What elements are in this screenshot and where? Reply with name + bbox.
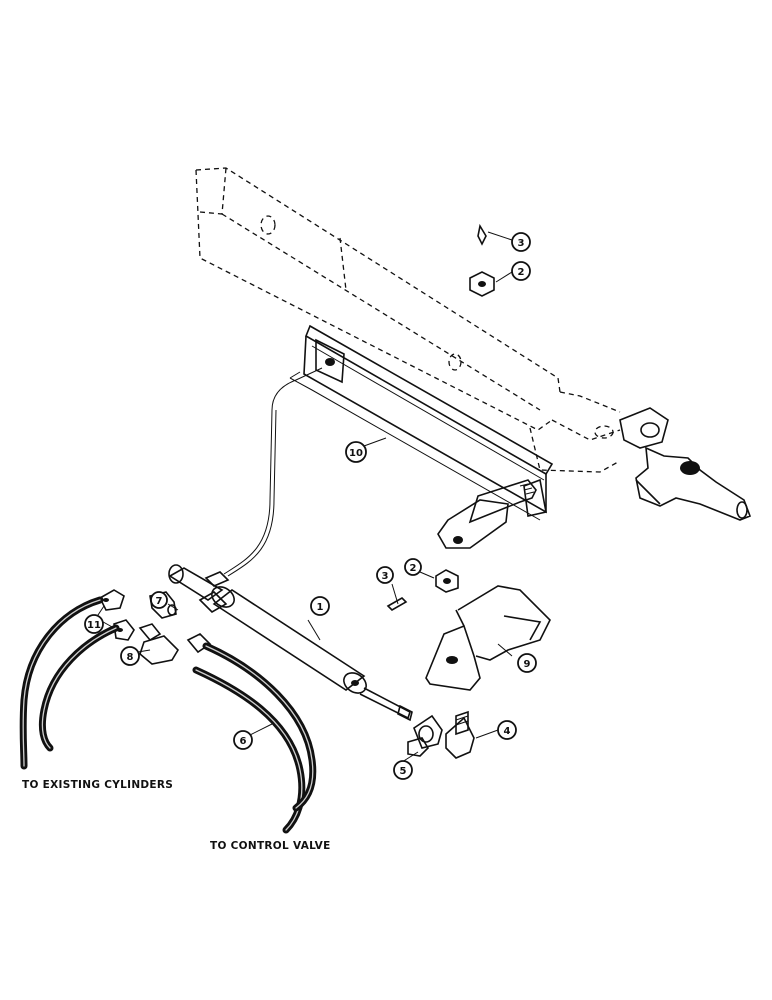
axle-frame-outline bbox=[195, 167, 621, 473]
callout-9: 9 bbox=[517, 653, 537, 673]
callout-number: 2 bbox=[518, 267, 525, 278]
cotter-pin-top bbox=[477, 223, 487, 246]
callout-6: 6 bbox=[233, 730, 253, 750]
caption-to-existing-cylinders: TO EXISTING CYLINDERS bbox=[22, 779, 173, 791]
callout-2-top: 2 bbox=[511, 261, 531, 281]
callout-4: 4 bbox=[497, 720, 517, 740]
caption-to-control-valve: TO CONTROL VALVE bbox=[210, 840, 331, 852]
hoses-to-existing-cylinders bbox=[19, 596, 120, 770]
callout-number: 6 bbox=[240, 736, 247, 747]
hydraulic-line bbox=[223, 367, 323, 577]
callout-2-mid: 2 bbox=[404, 558, 422, 576]
ball-joint bbox=[413, 710, 475, 759]
callout-number: 11 bbox=[87, 620, 101, 631]
hoses-to-control-valve bbox=[192, 642, 317, 834]
steering-knuckle bbox=[619, 407, 752, 521]
callout-number: 5 bbox=[400, 766, 407, 777]
callout-number: 2 bbox=[410, 563, 417, 574]
callout-number: 3 bbox=[518, 238, 525, 249]
hex-nut-5 bbox=[407, 737, 430, 757]
callout-number: 4 bbox=[504, 726, 511, 737]
castle-nut-top bbox=[469, 271, 495, 297]
leader-lines bbox=[95, 231, 513, 763]
callout-number: 10 bbox=[349, 448, 363, 459]
fittings bbox=[98, 589, 212, 665]
callout-5: 5 bbox=[393, 760, 413, 780]
clevis-arm bbox=[437, 479, 537, 549]
callout-1: 1 bbox=[310, 596, 330, 616]
callout-number: 1 bbox=[317, 602, 324, 613]
hydraulic-cylinder bbox=[168, 564, 413, 722]
callout-3-mid: 3 bbox=[376, 566, 394, 584]
callout-8: 8 bbox=[120, 646, 140, 666]
callout-10: 10 bbox=[345, 441, 367, 463]
callout-3-top: 3 bbox=[511, 232, 531, 252]
callout-number: 8 bbox=[127, 652, 134, 663]
callout-7: 7 bbox=[150, 591, 168, 609]
support-bracket bbox=[425, 585, 551, 691]
callout-number: 3 bbox=[382, 571, 389, 582]
callout-number: 9 bbox=[524, 659, 531, 670]
castle-nut-mid bbox=[435, 569, 459, 593]
callout-number: 7 bbox=[156, 596, 163, 607]
callout-11: 11 bbox=[84, 614, 104, 634]
mounting-bracket bbox=[289, 324, 554, 521]
